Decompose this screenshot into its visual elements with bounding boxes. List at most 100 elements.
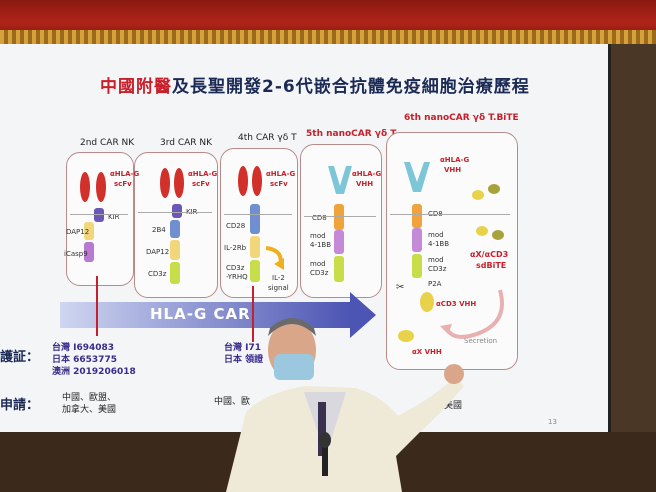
cd3z-segment	[170, 262, 180, 284]
part-label: CD8	[312, 214, 327, 222]
part-label: αCD3 VHH	[436, 300, 477, 308]
patent-entry: 日本 6653775	[52, 355, 117, 365]
antibody-icon	[238, 166, 248, 196]
antibody-icon	[80, 172, 90, 202]
membrane-line	[224, 214, 292, 215]
cd8-segment	[412, 204, 422, 228]
secretion-arrow-icon	[440, 289, 504, 339]
nanobody-icon	[328, 166, 352, 194]
part-label: Secretion	[464, 337, 498, 345]
part-label: 4-1BB	[428, 240, 450, 248]
title-rest: 及長聖開發2-6代嵌合抗體免疫細胞治療歷程	[172, 77, 530, 97]
panel-label-5th: 5th nanoCAR γδ T	[306, 129, 397, 139]
antigen-label: αHLA-G	[440, 156, 470, 164]
cd3z-segment	[412, 254, 422, 278]
vhh-label: VHH	[356, 180, 374, 188]
scfv-label: scFv	[114, 180, 132, 188]
icasp9-segment	[84, 242, 94, 262]
cd3-vhh-shape	[420, 292, 434, 312]
apply-label: 申請：	[0, 398, 40, 413]
panel-label-6th: 6th nanoCAR γδ T.BiTE	[404, 113, 519, 123]
part-label: CD3z	[226, 264, 245, 272]
part-label: 2B4	[152, 226, 166, 234]
patent-entry: 台灣 I694083	[52, 343, 115, 353]
scfv-label: scFv	[270, 180, 288, 188]
bite-shape	[492, 230, 504, 240]
bite-shape	[476, 226, 488, 236]
part-label: IL-2Rb	[224, 244, 247, 252]
title-highlight: 中國附醫	[100, 77, 172, 97]
part-label: CD3z	[428, 265, 447, 273]
panel-label-3rd: 3rd CAR NK	[160, 138, 213, 148]
cd3z-segment	[250, 260, 260, 282]
nanobody-icon	[404, 162, 430, 192]
part-label: -YRHQ	[226, 273, 248, 281]
vhh-label: VHH	[444, 166, 462, 174]
part-label: DAP12	[146, 248, 170, 256]
antibody-icon	[160, 168, 170, 198]
antigen-label: αHLA-G	[110, 170, 140, 178]
arrow-label: HLA-G CAR	[150, 305, 251, 323]
apply-entry-mid: 中國、歐	[214, 397, 251, 407]
part-label: iCasp9	[64, 250, 88, 258]
kir-segment	[94, 208, 104, 222]
part-label: IL-2	[272, 274, 285, 282]
cd8-segment	[334, 204, 344, 230]
part-label: 4-1BB	[310, 241, 332, 249]
membrane-line	[70, 214, 128, 215]
part-label: mod	[428, 231, 444, 239]
bite-label: αX/αCD3	[470, 250, 509, 259]
membrane-line	[390, 214, 510, 215]
right-wall	[611, 44, 656, 492]
41bb-segment	[334, 230, 344, 254]
patent-list-right: 台灣 I71 日本 領證	[224, 342, 263, 366]
part-label: mod	[428, 256, 444, 264]
membrane-line	[304, 216, 376, 217]
arrow-head-icon	[350, 292, 376, 338]
cd3z-segment	[334, 256, 344, 282]
patent-entry: 澳洲 2019206018	[52, 367, 136, 377]
part-label: mod	[310, 260, 326, 268]
cert-label: 護証：	[0, 350, 40, 365]
part-label: CD3z	[310, 269, 329, 277]
kir-segment	[172, 204, 182, 218]
apply-entry-right: 美國	[444, 401, 463, 411]
part-label: αX VHH	[412, 348, 442, 356]
part-label: signal	[268, 284, 289, 292]
x-vhh-shape	[398, 330, 414, 342]
antibody-icon	[174, 168, 184, 198]
antigen-label: αHLA-G	[188, 170, 218, 178]
antibody-icon	[96, 172, 106, 202]
apply-list-left: 中國、歐盟、 加拿大、美國	[62, 392, 116, 416]
patent-entry: 日本 領證	[224, 355, 264, 365]
il2rb-segment	[250, 236, 260, 258]
membrane-line	[138, 212, 212, 213]
panel-label-2nd: 2nd CAR NK	[80, 138, 135, 148]
cd28-segment	[250, 204, 260, 234]
part-label: P2A	[428, 280, 442, 288]
2b4-segment	[170, 220, 180, 238]
antigen-label: αHLA-G	[352, 170, 382, 178]
part-label: CD3z	[148, 270, 167, 278]
antigen-label: αHLA-G	[266, 170, 296, 178]
red-pointer-arrow	[96, 276, 98, 336]
antibody-icon	[252, 166, 262, 196]
dap12-segment	[170, 240, 180, 260]
panel-label-4th: 4th CAR γδ T	[238, 133, 297, 143]
curtain-fringe	[0, 30, 656, 48]
scissors-icon: ✂	[396, 282, 405, 293]
part-label: CD28	[226, 222, 246, 230]
patent-list-left: 台灣 I694083 日本 6653775 澳洲 2019206018	[52, 342, 136, 378]
scfv-label: scFv	[192, 180, 210, 188]
part-label: DAP12	[66, 228, 90, 236]
apply-entry: 加拿大、美國	[62, 405, 117, 415]
patent-entry: 台灣 I71	[224, 343, 262, 353]
41bb-segment	[412, 228, 422, 252]
apply-entry: 中國、歐盟、	[62, 393, 117, 403]
part-label: KIR	[108, 213, 120, 221]
bite-shape	[488, 184, 500, 194]
page-number: 13	[548, 418, 557, 426]
dap12-segment	[84, 222, 94, 240]
signal-arrow-icon	[265, 246, 284, 270]
bite-shape	[472, 190, 484, 200]
